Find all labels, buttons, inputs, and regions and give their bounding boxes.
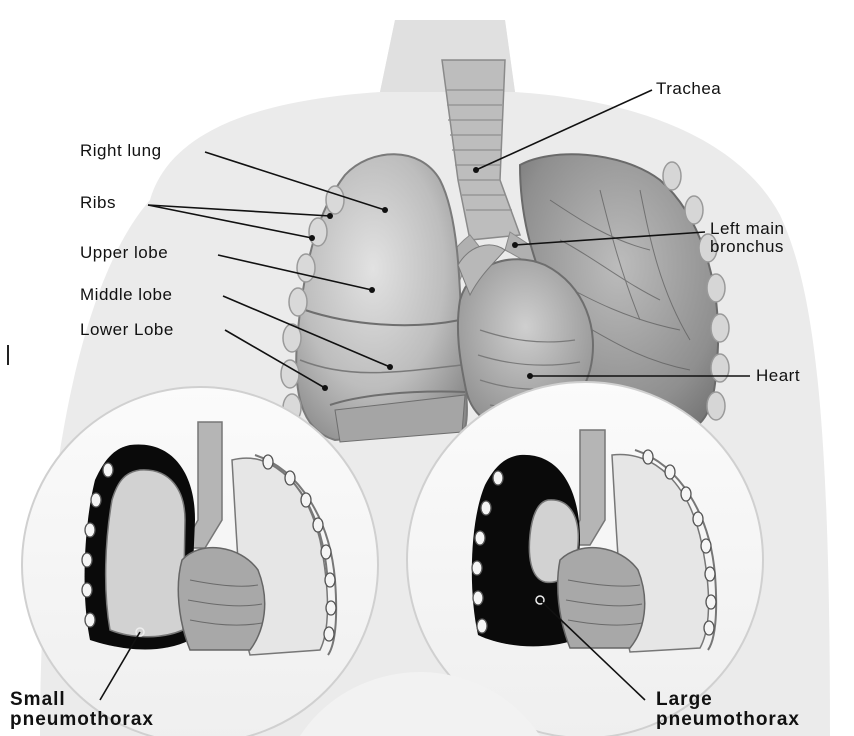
label-heart: Heart — [756, 366, 800, 386]
label-left-main-bronchus: Left main bronchus — [710, 220, 784, 256]
label-ribs: Ribs — [80, 193, 116, 213]
label-upper-lobe: Upper lobe — [80, 243, 168, 263]
label-small-pneumothorax-line1: Small — [10, 690, 154, 710]
label-large-pneumothorax-line1: Large — [656, 690, 800, 710]
small-pneumothorax-inset — [22, 387, 378, 736]
label-small-pneumothorax-line2: pneumothorax — [10, 710, 154, 730]
label-small-pneumothorax: Small pneumothorax — [10, 690, 154, 730]
label-large-pneumothorax-line2: pneumothorax — [656, 710, 800, 730]
label-left-main-bronchus-line1: Left main — [710, 220, 784, 238]
label-trachea: Trachea — [656, 79, 721, 99]
label-left-main-bronchus-line2: bronchus — [710, 238, 784, 256]
label-lower-lobe: Lower Lobe — [80, 320, 174, 340]
label-middle-lobe: Middle lobe — [80, 285, 172, 305]
label-right-lung: Right lung — [80, 141, 162, 161]
label-large-pneumothorax: Large pneumothorax — [656, 690, 800, 730]
